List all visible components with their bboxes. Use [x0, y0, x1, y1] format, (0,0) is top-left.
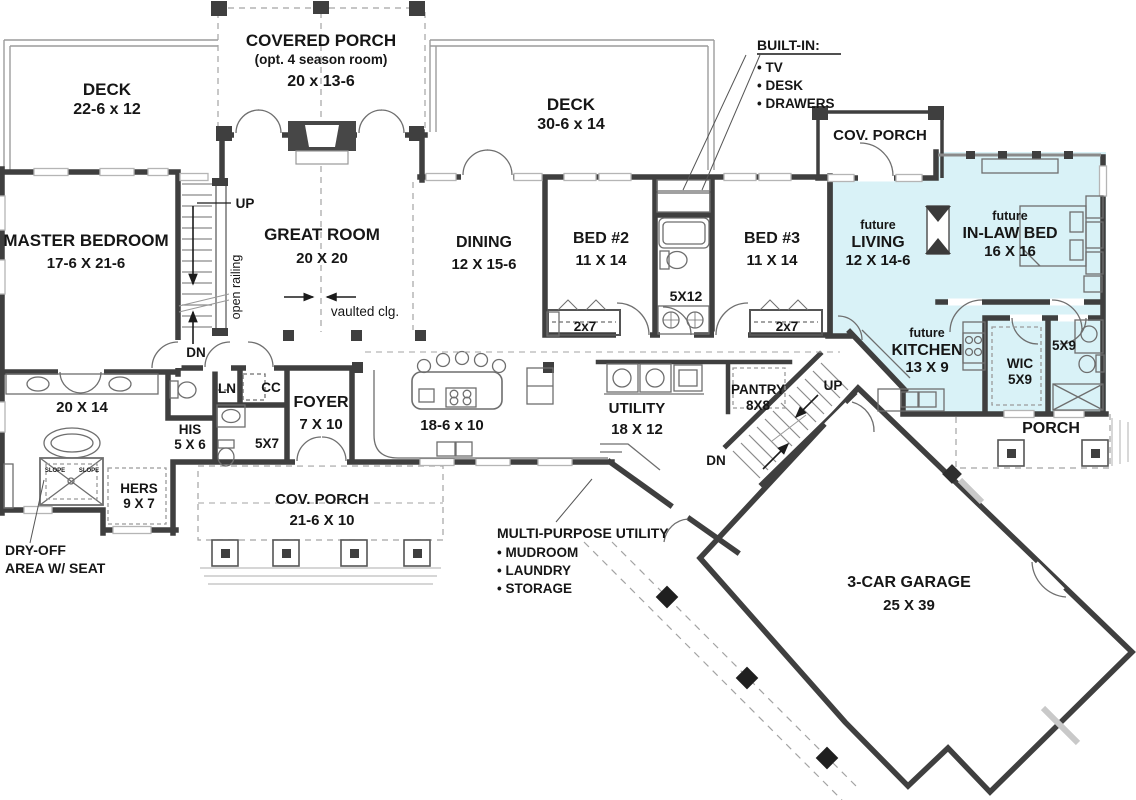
garage-outline — [696, 384, 1136, 796]
cov-porch-bottom — [197, 465, 444, 585]
his-closet-label: HIS — [179, 422, 202, 437]
future-living-label: LIVING — [851, 234, 904, 251]
inlaw-bed-dims: 16 X 16 — [984, 243, 1036, 260]
inlaw-suite-highlight — [830, 152, 1106, 414]
inlaw-bed-prefix: future — [992, 209, 1027, 223]
dry-off-line1: DRY-OFF — [5, 542, 66, 558]
cov-porch-bottom-label: COV. PORCH — [275, 491, 369, 508]
dry-off-line2: AREA W/ SEAT — [5, 560, 106, 576]
doors — [58, 109, 1088, 598]
foyer-label: FOYER — [293, 394, 349, 411]
inlaw-bed-label: IN-LAW BED — [962, 225, 1057, 242]
built-in-callout: BUILT-IN: • TV • DESK • DRAWERS — [757, 37, 841, 111]
wic-label: WIC — [1007, 356, 1033, 371]
fireplace — [288, 121, 356, 165]
great-room-dims: 20 X 20 — [296, 250, 348, 267]
dining-label: DINING — [456, 234, 512, 251]
future-kitchen-dims: 13 X 9 — [905, 359, 948, 376]
wic-dims: 5X9 — [1008, 372, 1032, 387]
shower-slope-2: SLOPE — [79, 468, 99, 474]
great-room-label: GREAT ROOM — [264, 225, 380, 244]
his-closet-dims: 5 X 6 — [174, 437, 206, 452]
coat-closet-label: CC — [261, 380, 281, 395]
garage-dims: 25 X 39 — [883, 597, 935, 614]
garage-label: 3-CAR GARAGE — [847, 574, 971, 591]
master-bedroom-dims: 17-6 X 21-6 — [47, 255, 125, 272]
cov-porch-bottom-dims: 21-6 X 10 — [289, 512, 354, 529]
utility-label: UTILITY — [609, 400, 666, 417]
bed2-closet-dims: 2x7 — [574, 319, 597, 334]
hers-closet-dims: 9 X 7 — [123, 496, 155, 511]
multi-purpose-callout: MULTI-PURPOSE UTILITY • MUDROOM • LAUNDR… — [497, 525, 669, 596]
covered-porch-top — [211, 1, 426, 332]
inlaw-window-wall — [938, 151, 1101, 159]
built-in-item-tv: • TV — [757, 60, 783, 75]
bed3-dims: 11 X 14 — [747, 252, 799, 269]
garage-stairs-up-label: UP — [824, 378, 843, 393]
labels: DECK 22-6 x 12 COVERED PORCH (opt. 4 sea… — [3, 31, 1080, 614]
cov-porch-top-right-label: COV. PORCH — [833, 127, 927, 144]
future-living-dims: 12 X 14-6 — [845, 252, 910, 269]
bed3-label: BED #3 — [744, 230, 800, 247]
cov-porch-top-right-structure — [812, 106, 944, 178]
covered-porch-top-note: (opt. 4 season room) — [255, 52, 388, 67]
future-kitchen-prefix: future — [909, 326, 944, 340]
covered-porch-top-dims: 20 x 13-6 — [287, 73, 355, 90]
dining-dims: 12 X 15-6 — [451, 256, 516, 273]
pantry-label: PANTRY — [731, 382, 785, 397]
bed3-closet-dims: 2x7 — [776, 319, 799, 334]
open-railing-label: open railing — [229, 255, 243, 320]
bed2-dims: 11 X 14 — [576, 252, 628, 269]
garage-stairs — [732, 362, 849, 479]
utility-dims: 18 X 12 — [611, 421, 663, 438]
windows — [0, 165, 1108, 535]
multi-purpose-item-mudroom: • MUDROOM — [497, 545, 578, 560]
master-bath-dims: 20 X 14 — [56, 399, 108, 416]
deck-railings — [3, 39, 715, 170]
covered-porch-top-label: COVERED PORCH — [246, 31, 396, 50]
hers-closet-label: HERS — [120, 481, 158, 496]
built-in-item-drawers: • DRAWERS — [757, 96, 834, 111]
built-in-title: BUILT-IN: — [757, 37, 820, 53]
multi-purpose-item-storage: • STORAGE — [497, 581, 572, 596]
vaulted-clg-label: vaulted clg. — [331, 304, 399, 319]
cased-opening-marker — [925, 205, 951, 255]
dry-off-callout: DRY-OFF AREA W/ SEAT — [5, 542, 106, 576]
linen-label: LN — [218, 381, 236, 396]
beds-bath-dims: 5X12 — [670, 288, 703, 304]
inlaw-bath-dims: 5X9 — [1052, 338, 1076, 353]
deck-right-dims: 30-6 x 14 — [537, 116, 605, 133]
main-stairs — [178, 178, 231, 344]
future-kitchen-label: KITCHEN — [891, 342, 962, 359]
fixtures — [3, 158, 1105, 525]
hall-bath-dims: 5X7 — [255, 436, 279, 451]
stairs-dn-label: DN — [186, 345, 206, 360]
annotation-lines — [29, 54, 840, 544]
pantry-dims: 8X8 — [746, 398, 771, 413]
master-bedroom-label: MASTER BEDROOM — [3, 231, 168, 250]
multi-purpose-title: MULTI-PURPOSE UTILITY — [497, 525, 669, 541]
porch-right-label: PORCH — [1022, 420, 1080, 437]
deck-left-label: DECK — [83, 80, 132, 99]
garage-stairs-dn-label: DN — [706, 453, 726, 468]
deck-right-label: DECK — [547, 95, 596, 114]
shower-slope-1: SLOPE — [45, 468, 65, 474]
foyer-dims: 7 X 10 — [299, 416, 342, 433]
porch-columns — [211, 539, 431, 567]
stairs-up-label: UP — [236, 196, 255, 211]
deck-left-dims: 22-6 x 12 — [73, 101, 141, 118]
multi-purpose-item-laundry: • LAUNDRY — [497, 563, 571, 578]
future-living-prefix: future — [860, 218, 895, 232]
kitchen-dims: 18-6 x 10 — [420, 417, 483, 434]
built-in-item-desk: • DESK — [757, 78, 803, 93]
bed2-label: BED #2 — [573, 230, 629, 247]
